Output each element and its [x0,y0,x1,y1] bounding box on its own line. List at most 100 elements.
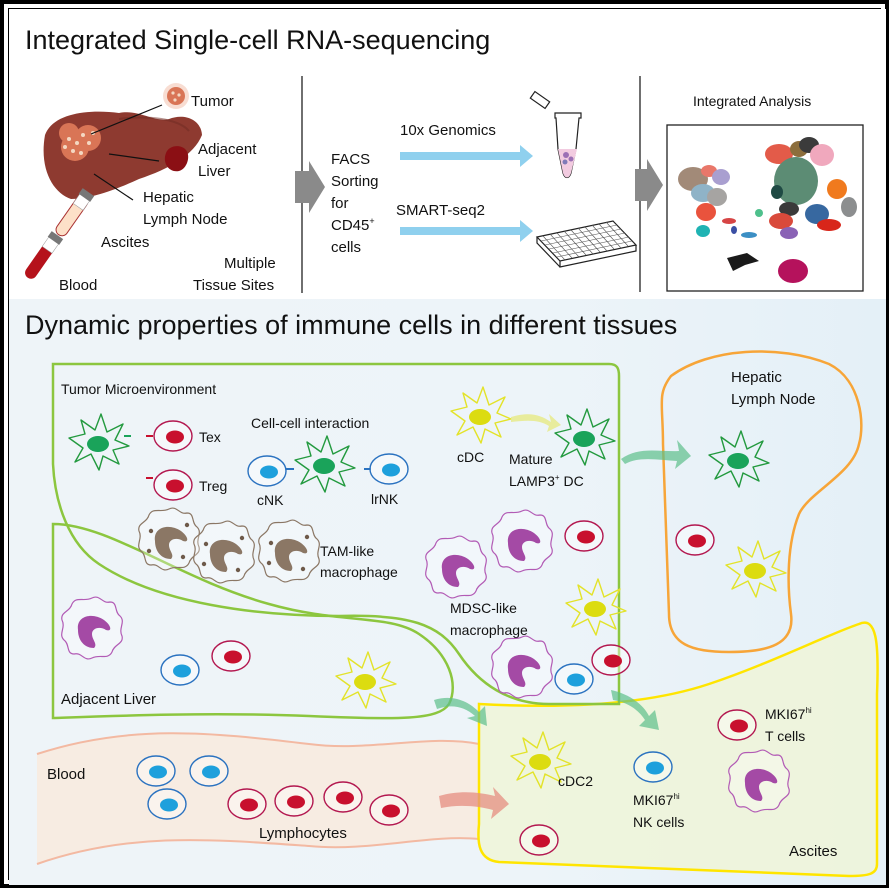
mki67-t-text: MKI67 [765,706,806,722]
tumor-sample-icon [163,83,189,109]
tenx-genomics-label: 10x Genomics [400,122,496,139]
mki67-t-label-line1: MKI67hi [765,706,812,722]
umap-cluster [771,185,783,199]
blood-t-cell-icon [323,781,363,813]
lamp3-text: LAMP3 [509,473,555,489]
interaction-dc-icon [294,435,356,493]
mature-dc-label-line1: Mature [509,451,553,467]
mki67-t-sup: hi [805,706,811,715]
blood-nk-cell-icon [147,788,187,820]
mature-dc-label-line2: LAMP3+ DC [509,473,584,489]
ascites-region [477,621,879,878]
treg-cell-icon [153,469,193,501]
cnk-cell-icon [247,455,287,487]
hepatic-ln-region-label-line1: Hepatic [731,369,782,386]
hepatic-ln-region-label-line2: Lymph Node [731,391,816,408]
blood-label: Blood [59,277,97,294]
umap-plot-frame [666,124,864,292]
lymph-node-cdc-icon [725,540,787,598]
mki67-t-label-line2: T cells [765,728,805,744]
mki67-nk-label-line1: MKI67hi [633,792,680,808]
facs-line4: CD45+ [331,216,375,234]
mdsc-label-line2: macrophage [450,622,528,638]
adjacent-liver-sample-icon [164,146,189,172]
umap-cluster [755,209,763,217]
ascites-t-cell-icon [519,824,559,856]
t-cell-icon [591,644,631,676]
adjacent-liver-cdc-icon [335,651,397,709]
umap-cluster [805,204,829,224]
adjacent-liver-t-cell-icon [211,640,251,672]
tam-label-line2: macrophage [320,564,398,580]
umap-cluster [810,144,834,166]
lamp3-dc-tail: DC [560,473,584,489]
ascites-tube-icon [55,188,95,237]
top-panel-svg: Integrated Single-cell RNA-sequencing [25,25,864,294]
facs-cd45-sup: + [369,216,374,226]
adjacent-liver-mdsc-icon [61,596,123,660]
cdc-label: cDC [457,449,484,465]
migration-to-lymph-node-arrow-icon [621,440,691,469]
grey-arrow-1-icon [295,161,325,213]
facs-line3: for [331,195,349,212]
umap-cluster [712,169,730,185]
maturation-arrow-icon [511,414,561,432]
migration-arrow-tme-to-ascites-icon [611,690,659,730]
mdsc-macrophage-icon [491,635,553,699]
mki67-nk-text: MKI67 [633,792,674,808]
umap-clusters [678,137,857,283]
mki67-t-cell-icon [717,709,757,741]
multiple-sites-caption-line2: Tissue Sites [193,277,274,294]
blood-nk-cell-icon [136,755,176,787]
integrated-analysis-title: Integrated Analysis [693,93,811,109]
umap-cluster [841,197,857,217]
umap-cluster [765,144,793,164]
blood-t-cell-icon [274,785,314,817]
mki67-nk-cell-icon [633,751,673,783]
tam-macrophage-icon [138,507,200,571]
umap-cluster [774,157,818,205]
tumor-connector-line [90,104,163,135]
umap-cluster [731,226,737,234]
umap-cluster [779,202,799,216]
tex-label: Tex [199,429,221,445]
bottom-section-title: Dynamic properties of immune cells in di… [25,310,677,340]
top-panel: Integrated Single-cell RNA-sequencing [9,9,886,299]
umap-cluster [696,203,716,221]
lrnk-cell-icon [369,453,409,485]
lymph-node-dc-icon [708,430,770,488]
facs-line1: FACS [331,151,370,168]
eppendorf-tube-icon [529,90,582,179]
lamp3-sup: + [555,473,560,482]
hepatic-ln-label-line1: Hepatic [143,189,194,206]
umap-cluster [827,179,847,199]
cdc-yellow-icon [565,578,627,636]
mdsc-macrophage-icon [491,509,553,573]
treg-label: Treg [199,478,227,494]
facs-line2: Sorting [331,173,379,190]
cdc2-label: cDC2 [558,773,593,789]
umap-cluster [769,213,793,229]
blood-nk-cell-icon [189,755,229,787]
adjacent-liver-label: Adjacent Liver [61,691,156,708]
tex-cell-icon [153,420,193,452]
dendritic-cell-green-icon [68,413,130,471]
blood-t-cell-icon [227,788,267,820]
migration-arrow-blood-to-ascites-icon [439,787,509,819]
mki67-nk-sup: hi [673,792,679,801]
hepatic-ln-connector-line [93,173,134,201]
umap-cluster [778,259,808,283]
tam-macrophage-icon [258,519,320,583]
blood-tube-icon [25,231,64,279]
blood-vessel-bottom-wall [36,837,480,865]
mature-lamp3-dc-icon [554,408,616,466]
blood-vessel-top-wall [36,732,480,755]
hepatic-ln-label-line2: Lymph Node [143,211,228,228]
umap-cluster [780,227,798,239]
adjacent-liver-nk-cell-icon [160,654,200,686]
tenx-arrow-icon [400,145,533,167]
cnk-label: cNK [257,492,284,508]
blood-region-label: Blood [47,766,85,783]
tam-label-line1: TAM-like [320,543,374,559]
lrnk-label: lrNK [371,491,399,507]
